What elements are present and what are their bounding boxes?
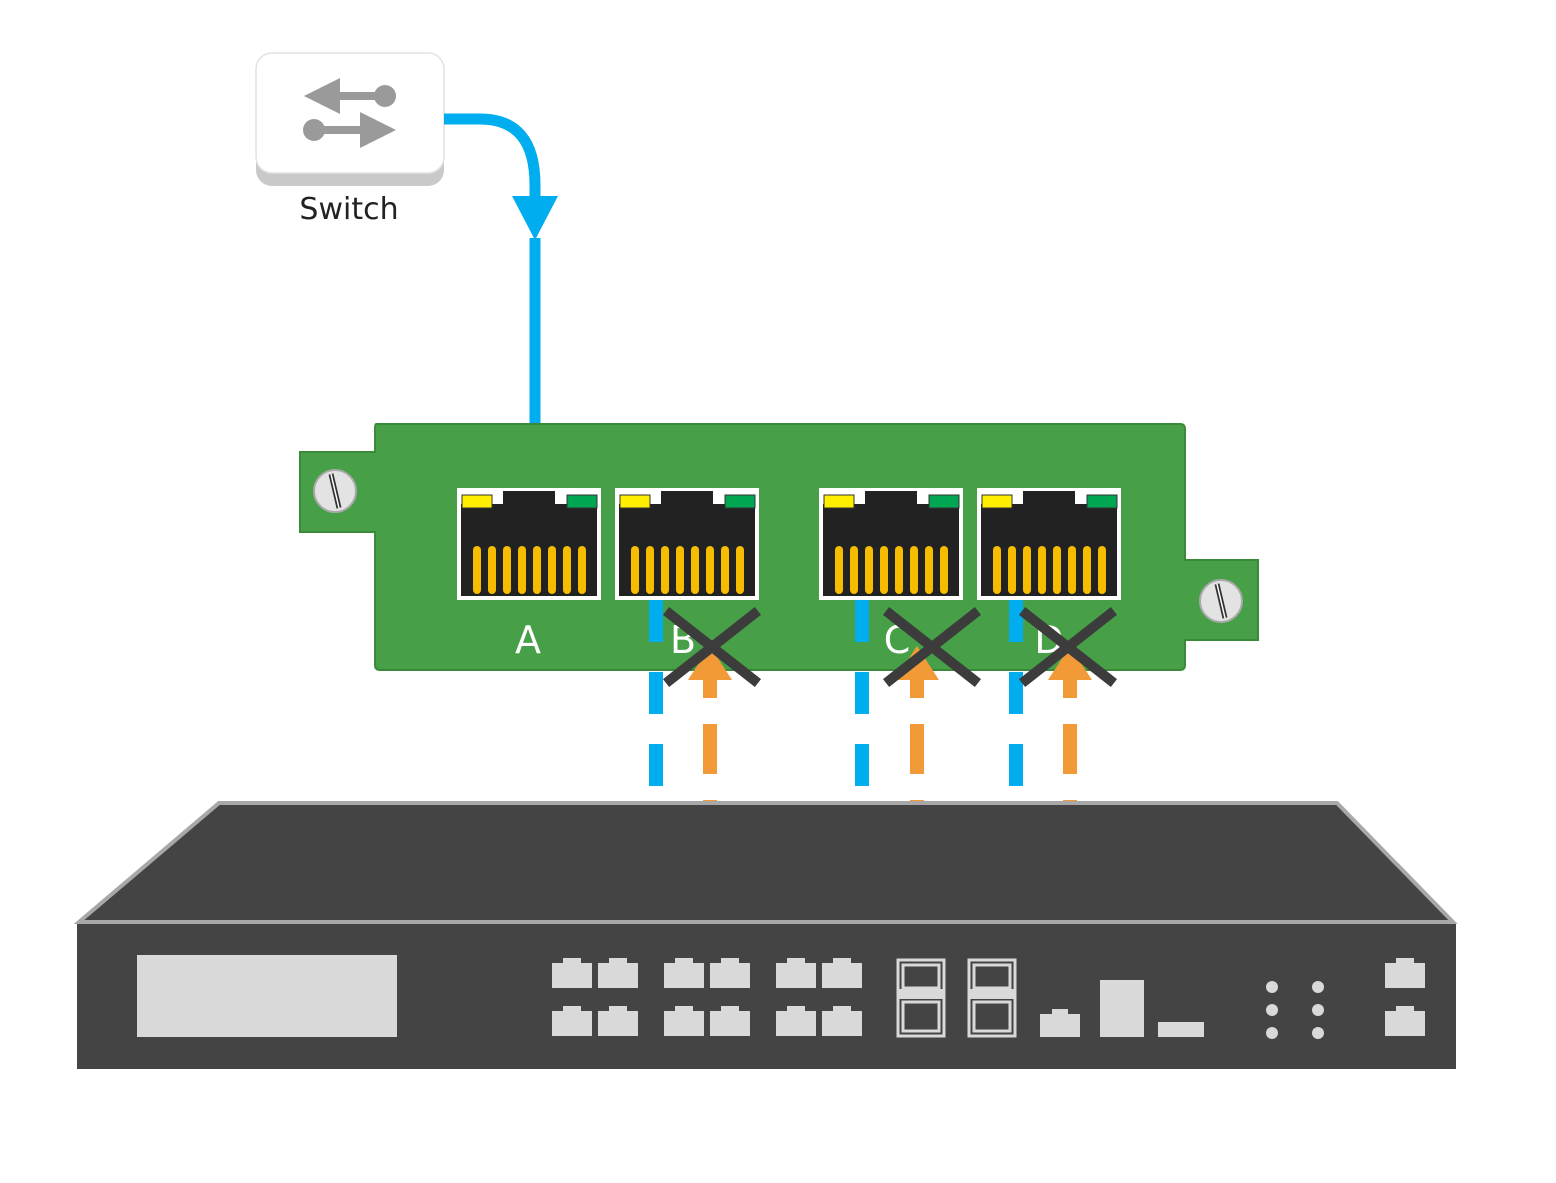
ethernet-port [664,958,704,988]
port-pin [721,546,729,594]
ethernet-port [552,1006,592,1036]
port-pin [865,546,873,594]
link-led-yellow [461,494,493,509]
ethernet-port [822,958,862,988]
sfp-port [967,958,1017,1038]
x-mark-icon [882,606,982,688]
port-pin [548,546,556,594]
ethernet-port [710,958,750,988]
switch-node: Switch [255,52,445,227]
console-port [1158,1022,1204,1037]
port-pin [940,546,948,594]
port-pin [910,546,918,594]
x-mark-icon [1018,606,1118,688]
port-pin [676,546,684,594]
link-led-green [1086,494,1118,509]
mgmt-port [1040,1009,1080,1037]
port-pin [563,546,571,594]
port-pin [1068,546,1076,594]
ethernet-port [710,1006,750,1036]
link-led-green [928,494,960,509]
link-led-green [566,494,598,509]
port-pin [691,546,699,594]
appliance-top [73,801,1458,924]
port-pin [488,546,496,594]
port-pin [850,546,858,594]
port-pin [1023,546,1031,594]
port-pin [578,546,586,594]
switch-arrows-icon [303,78,396,148]
link-led-yellow [981,494,1013,509]
x-mark-icon [662,606,762,688]
ethernet-port [776,1006,816,1036]
screw-icon [1199,579,1243,623]
port-pin [533,546,541,594]
sfp-port [896,958,946,1038]
ethernet-port [776,958,816,988]
rj45-port-d [977,488,1121,600]
port-pin [925,546,933,594]
status-leds [1266,981,1324,1039]
ethernet-port [664,1006,704,1036]
ports [457,488,1121,600]
switch-box [255,52,445,174]
ethernet-port [822,1006,862,1036]
port-pin [1008,546,1016,594]
ethernet-port [598,1006,638,1036]
port-pin [895,546,903,594]
port-pin [736,546,744,594]
flow-d-out-arrow [1048,646,1092,680]
ethernet-port [1385,958,1425,988]
ethernet-port [1385,1006,1425,1036]
port-pin [1053,546,1061,594]
port-label-a: A [515,618,541,662]
port-pin [706,546,714,594]
rj45-port-b [615,488,759,600]
port-pin [1083,546,1091,594]
port-pin [880,546,888,594]
port-pin [518,546,526,594]
port-pin [661,546,669,594]
uplink-arrow-head [512,196,558,240]
port-pin [646,546,654,594]
switch-label: Switch [299,192,398,227]
port-pin [993,546,1001,594]
rj45-port-a [457,488,601,600]
rj45-port-c [819,488,963,600]
port-pin [473,546,481,594]
appliance [73,801,1458,1069]
port-pin [835,546,843,594]
link-led-yellow [823,494,855,509]
screw-icon [313,469,357,513]
port-pin [503,546,511,594]
port-pin [631,546,639,594]
ethernet-port [552,958,592,988]
port-pin [1038,546,1046,594]
ethernet-port [598,958,638,988]
flow-b-out-arrow [688,646,732,680]
link-led-yellow [619,494,651,509]
usb-port [1100,980,1144,1037]
appliance-port-block [552,958,1425,1036]
appliance-display [137,955,397,1037]
link-led-green [724,494,756,509]
port-pin [1098,546,1106,594]
